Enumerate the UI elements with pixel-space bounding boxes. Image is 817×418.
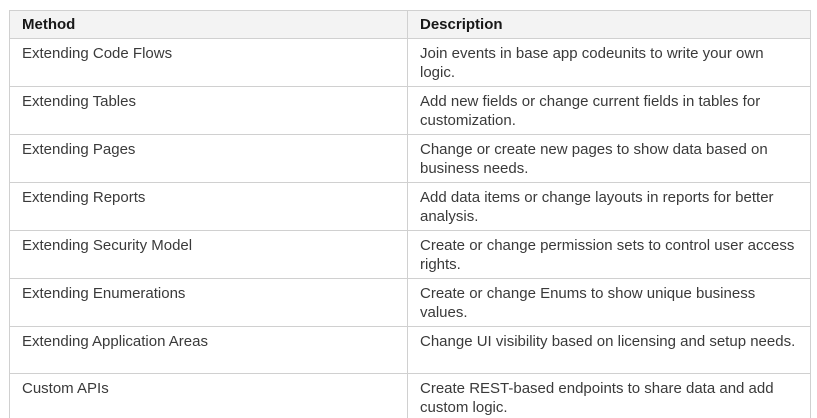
method-cell: Extending Security Model: [9, 230, 408, 279]
description-cell: Join events in base app codeunits to wri…: [407, 38, 811, 87]
method-cell: Extending Tables: [9, 86, 408, 135]
description-cell: Create or change permission sets to cont…: [407, 230, 811, 279]
description-cell: Create REST-based endpoints to share dat…: [407, 373, 811, 418]
description-cell: Add new fields or change current fields …: [407, 86, 811, 135]
method-cell: Extending Pages: [9, 134, 408, 183]
method-cell: Extending Application Areas: [9, 326, 408, 374]
method-cell: Extending Reports: [9, 182, 408, 231]
description-cell: Add data items or change layouts in repo…: [407, 182, 811, 231]
column-header-method: Method: [9, 10, 408, 39]
method-cell: Custom APIs: [9, 373, 408, 418]
table-header: Method Description: [9, 10, 811, 39]
method-cell: Extending Enumerations: [9, 278, 408, 327]
header-row: Method Description: [9, 10, 811, 39]
method-cell: Extending Code Flows: [9, 38, 408, 87]
description-cell: Change or create new pages to show data …: [407, 134, 811, 183]
description-cell: Create or change Enums to show unique bu…: [407, 278, 811, 327]
description-cell: Change UI visibility based on licensing …: [407, 326, 811, 374]
column-header-description: Description: [407, 10, 811, 39]
